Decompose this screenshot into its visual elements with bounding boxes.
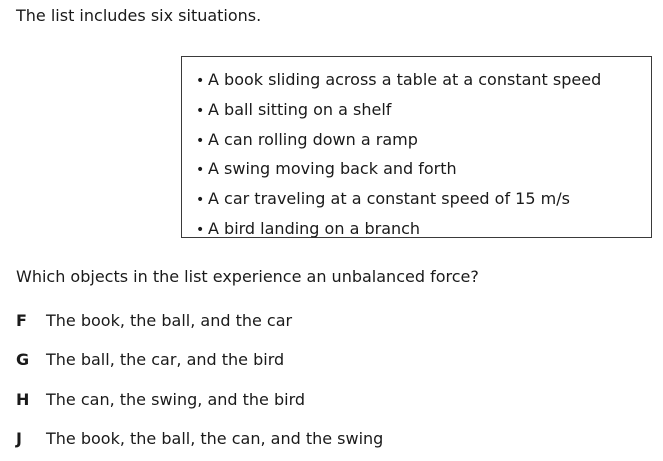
list-item: •A ball sitting on a shelf [196,96,651,126]
answer-text: The can, the swing, and the bird [46,390,306,409]
list-item: •A swing moving back and forth [196,155,651,185]
answer-choice-j[interactable]: J The book, the ball, the can, and the sw… [16,428,383,450]
answer-letter: J [16,429,22,448]
list-item: •A car traveling at a constant speed of … [196,185,651,215]
list-item: •A bird landing on a branch [196,215,651,245]
answer-text: The book, the ball, the can, and the swi… [46,429,384,448]
answer-choice-h[interactable]: H The can, the swing, and the bird [16,389,305,411]
intro-text: The list includes six situations. [16,6,262,25]
situation-text: A car traveling at a constant speed of 1… [208,189,570,209]
situation-text: A swing moving back and forth [208,159,457,179]
answer-choice-g[interactable]: G The ball, the car, and the bird [16,349,284,371]
situation-text: A ball sitting on a shelf [208,99,392,119]
answer-text: The book, the ball, and the car [46,311,293,330]
answer-text: The ball, the car, and the bird [46,350,285,369]
situation-text: A can rolling down a ramp [208,129,418,149]
bullet-icon: • [196,162,205,179]
answer-letter: G [16,350,30,369]
answer-letter: H [16,390,30,409]
situation-text: A book sliding across a table at a const… [208,70,602,89]
answer-letter: F [16,311,27,330]
bullet-icon: • [196,102,205,119]
situation-list-box: •A book sliding across a table at a cons… [181,56,652,238]
situation-text: A bird landing on a branch [208,218,421,238]
answer-choice-f[interactable]: F The book, the ball, and the car [16,310,292,332]
bullet-icon: • [196,132,205,149]
question-text: Which objects in the list experience an … [16,267,479,286]
bullet-icon: • [196,221,205,238]
list-item: •A can rolling down a ramp [196,126,651,156]
bullet-icon: • [196,73,205,89]
situation-list: •A book sliding across a table at a cons… [196,66,651,245]
list-item: •A book sliding across a table at a cons… [196,66,651,96]
bullet-icon: • [196,192,205,209]
